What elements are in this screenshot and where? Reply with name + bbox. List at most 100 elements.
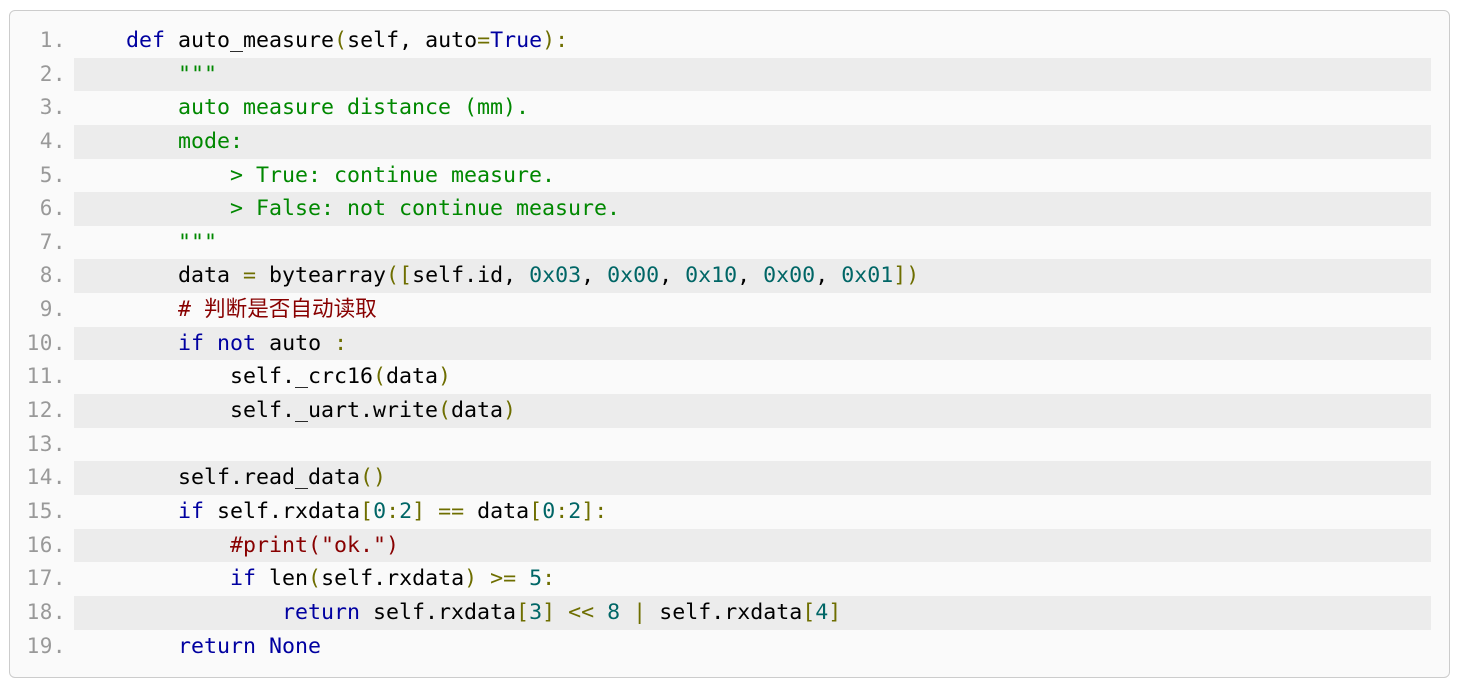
code-token: self.read_data bbox=[74, 465, 361, 491]
line-number: 1. bbox=[39, 28, 66, 52]
code-token: auto measure distance (mm). bbox=[74, 95, 530, 121]
code-token: , bbox=[659, 263, 686, 289]
code-token: 0x01 bbox=[841, 263, 894, 289]
line-number: 2. bbox=[39, 61, 66, 86]
code-token: mode: bbox=[74, 128, 244, 154]
code-token: ([ bbox=[386, 263, 413, 289]
code-token: , bbox=[581, 263, 608, 289]
code-token: >= bbox=[490, 566, 517, 592]
line-number: 18. bbox=[26, 599, 66, 624]
code-token: 5 bbox=[529, 566, 543, 592]
code-token bbox=[477, 566, 490, 591]
code-token: if bbox=[178, 330, 205, 356]
code-line: 1. def auto_measure(self, auto=True): bbox=[40, 24, 1431, 58]
code-token: data bbox=[386, 364, 439, 390]
code-line: 9. # 判断是否自动读取 bbox=[40, 293, 1431, 327]
line-number: 16. bbox=[26, 532, 66, 557]
code-token: , bbox=[737, 263, 764, 289]
code-token: self._crc16 bbox=[74, 364, 374, 390]
code-line: 17. if len(self.rxdata) >= 5: bbox=[27, 562, 1431, 596]
code-token: ) bbox=[503, 398, 517, 424]
code-token: : bbox=[386, 498, 400, 524]
code-token: | bbox=[633, 599, 647, 625]
code-line: 12. self._uart.write(data) bbox=[27, 394, 1431, 428]
code-token: ) bbox=[438, 364, 452, 390]
code-token: ] bbox=[542, 599, 556, 625]
code-line: 6. > False: not continue measure. bbox=[40, 192, 1431, 226]
code-line: 3. auto measure distance (mm). bbox=[40, 91, 1431, 125]
code-token: () bbox=[360, 465, 387, 491]
line-number: 12. bbox=[26, 398, 66, 423]
line-number: 4. bbox=[39, 128, 66, 153]
code-token: 0 bbox=[542, 498, 556, 524]
line-number: 17. bbox=[26, 566, 66, 591]
code-line: 18. return self.rxdata[3] << 8 | self.rx… bbox=[27, 595, 1431, 630]
code-token: None bbox=[269, 633, 322, 659]
code-line-list: 1. def auto_measure(self, auto=True):2. … bbox=[10, 24, 1431, 663]
line-number: 15. bbox=[26, 498, 66, 523]
code-token: auto_measure bbox=[165, 28, 335, 53]
code-token: == bbox=[438, 498, 465, 524]
code-token bbox=[204, 331, 217, 356]
code-line: 14. self.read_data() bbox=[27, 461, 1431, 495]
code-token: [ bbox=[802, 599, 816, 625]
code-token: bytearray bbox=[256, 263, 387, 289]
code-token: ( bbox=[308, 566, 322, 592]
code-token bbox=[74, 634, 178, 659]
code-token: 2 bbox=[568, 498, 582, 524]
code-token: 2 bbox=[399, 498, 413, 524]
code-token: ( bbox=[373, 364, 387, 390]
code-token: , bbox=[815, 263, 842, 289]
code-token: data bbox=[464, 498, 530, 524]
code-token bbox=[256, 634, 269, 659]
code-token bbox=[425, 499, 438, 524]
code-token: = bbox=[243, 263, 257, 289]
code-token: return bbox=[282, 599, 361, 625]
code-token: ] bbox=[412, 498, 426, 524]
code-token: [ bbox=[360, 498, 374, 524]
code-token: [ bbox=[529, 498, 543, 524]
code-token: 4 bbox=[815, 599, 829, 625]
code-token: self.rxdata bbox=[646, 599, 803, 625]
code-token: ( bbox=[438, 398, 452, 424]
code-line: 16. #print("ok.") bbox=[27, 528, 1431, 563]
code-token: << bbox=[568, 599, 595, 625]
code-token: ( bbox=[334, 28, 348, 53]
code-token: self, auto bbox=[347, 28, 478, 53]
line-number: 19. bbox=[26, 633, 66, 658]
code-token: data bbox=[451, 398, 504, 424]
line-number: 10. bbox=[26, 330, 66, 355]
line-number: 7. bbox=[39, 229, 66, 254]
code-line: 7. """ bbox=[40, 226, 1431, 260]
code-token: ) bbox=[464, 566, 478, 592]
code-token: not bbox=[217, 330, 257, 356]
line-number: 9. bbox=[39, 297, 66, 322]
code-token: > True: continue measure. bbox=[74, 162, 556, 188]
line-number: 8. bbox=[39, 263, 66, 288]
code-token: self._uart.write bbox=[74, 398, 439, 424]
code-token: self.rxdata bbox=[321, 566, 465, 592]
code-token: > False: not continue measure. bbox=[74, 196, 621, 222]
code-token bbox=[74, 600, 282, 625]
code-token: self.id, bbox=[412, 263, 530, 289]
code-token: 0x10 bbox=[685, 263, 738, 289]
code-token: 8 bbox=[607, 599, 621, 625]
code-token: """ bbox=[74, 61, 218, 87]
code-block: 1. def auto_measure(self, auto=True):2. … bbox=[9, 10, 1450, 678]
code-token: ] bbox=[828, 599, 842, 625]
code-line: 8. data = bytearray([self.id, 0x03, 0x00… bbox=[40, 259, 1431, 294]
code-line: 4. mode: bbox=[40, 124, 1431, 159]
code-line: 13. bbox=[27, 428, 1431, 462]
code-token: = bbox=[477, 28, 491, 53]
code-token bbox=[74, 533, 230, 558]
code-token: data bbox=[74, 263, 244, 289]
code-token bbox=[74, 297, 178, 322]
code-token: 0x03 bbox=[529, 263, 582, 289]
code-token bbox=[74, 331, 178, 356]
code-token bbox=[74, 28, 126, 53]
code-line: 15. if self.rxdata[0:2] == data[0:2]: bbox=[27, 495, 1431, 529]
code-line: 2. """ bbox=[40, 57, 1431, 92]
code-token bbox=[516, 566, 529, 591]
code-token: [ bbox=[516, 599, 530, 625]
code-token: 0x00 bbox=[607, 263, 660, 289]
